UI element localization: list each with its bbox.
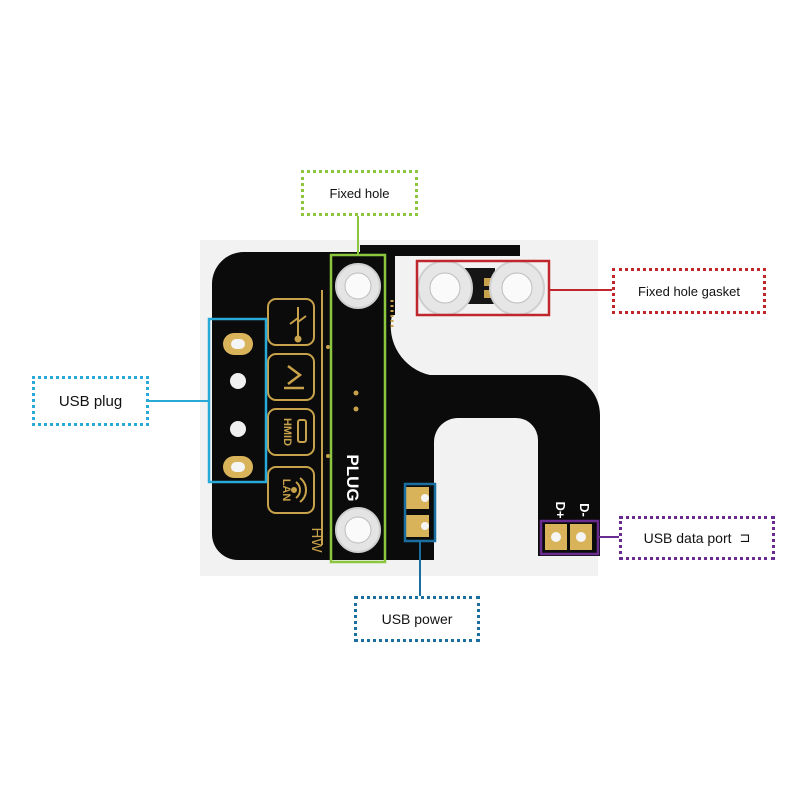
usb-plug-pads [223, 333, 253, 478]
gasket-highlight [415, 259, 551, 317]
fixed-hole-bottom [344, 516, 372, 544]
usb-tile [267, 298, 315, 346]
usb-icon [289, 307, 307, 343]
d-minus-text: D- [577, 503, 592, 517]
via [326, 345, 330, 349]
wifi-icon [291, 477, 307, 503]
via [353, 390, 359, 396]
d-plus-text: D+ [553, 502, 568, 519]
usb-power-callout: USB power [354, 596, 480, 642]
gasket-pad [484, 290, 494, 298]
hw-text: HW [308, 528, 325, 554]
fixed-hole-gasket-callout: Fixed hole gasket [612, 268, 766, 314]
usb-data-port-label: USB data port [643, 530, 732, 546]
plug-text: PLUG [343, 454, 362, 501]
fixed-hole-top [344, 272, 372, 300]
fixed-hole-label: Fixed hole [329, 185, 390, 201]
display-tile [267, 353, 315, 401]
hdmi-icon [297, 419, 307, 443]
usb-data-port-callout: USB data port ⊐ [619, 516, 775, 560]
fixed-hole-gasket-label: Fixed hole gasket [638, 283, 740, 299]
hmid-text: HMID [281, 418, 293, 446]
pcb-board [212, 245, 600, 560]
usb-plug-callout: USB plug [32, 376, 149, 426]
usb-power-label: USB power [381, 611, 453, 627]
gasket-hole-right [501, 272, 533, 304]
via [326, 454, 330, 458]
gasket-pad [484, 278, 494, 286]
via [353, 406, 359, 412]
hdmi-tile [267, 408, 315, 456]
usb-power-pads [405, 487, 429, 537]
gasket-hole-left [429, 272, 461, 304]
usb-plug-label: USB plug [58, 392, 123, 410]
bracket-icon: ⊐ [739, 530, 751, 546]
lan-text: LAN [280, 479, 292, 502]
fixed-hole-callout: Fixed hole [301, 170, 418, 216]
lan-tile [267, 466, 315, 514]
usb-data-pads [545, 524, 592, 550]
display-icon [284, 365, 304, 390]
